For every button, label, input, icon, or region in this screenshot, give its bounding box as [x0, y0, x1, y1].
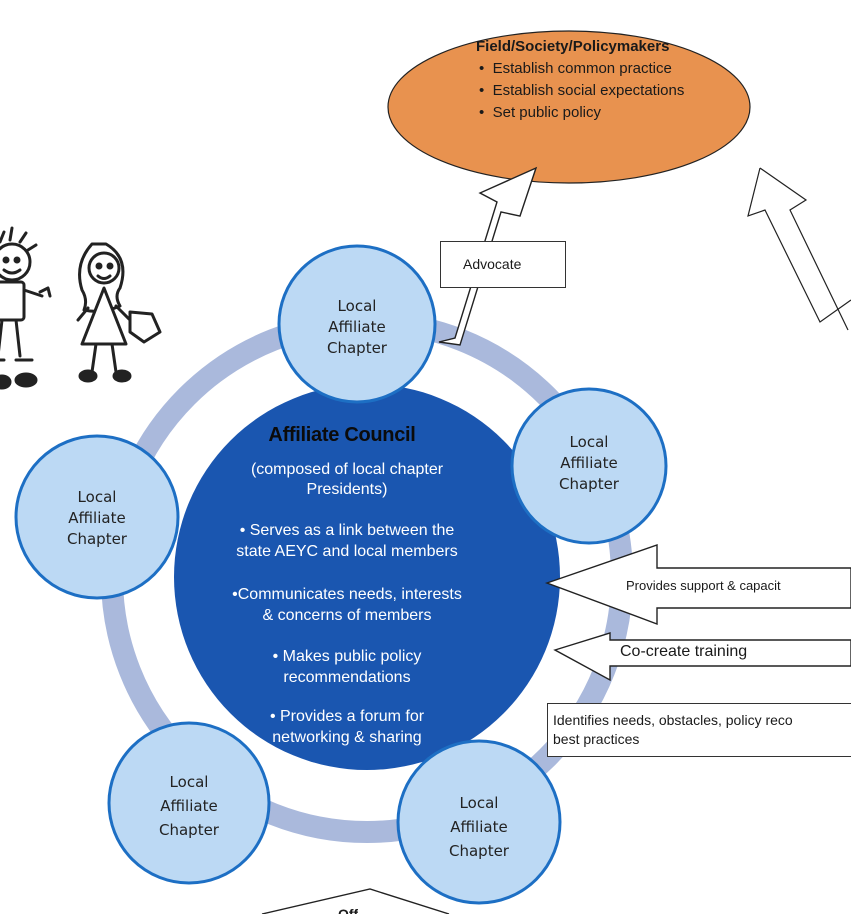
- bottom-partial-label: Off: [338, 906, 359, 914]
- society-bullet-3-text: Set public policy: [492, 104, 601, 121]
- identifies-line-2: best practices: [553, 731, 640, 747]
- chapter-circle-top: [277, 244, 437, 404]
- chapter-circle-bottom-left: [107, 721, 271, 885]
- chapter-circle-left: [14, 434, 180, 600]
- society-bullet-2: • Establish social expectations: [479, 82, 685, 99]
- society-bullet-1: • Establish common practice: [479, 60, 672, 77]
- cocreate-arrow: [553, 632, 851, 682]
- advocate-label: Advocate: [463, 256, 522, 272]
- support-arrow: [544, 544, 851, 626]
- society-bullet-2-text: Establish social expectations: [492, 82, 685, 99]
- right-diagonal-arrow-left-edge: [747, 167, 851, 323]
- cocreate-label: Co-create training: [620, 643, 748, 660]
- council-item-2: •Communicates needs, interests& concerns…: [232, 586, 462, 624]
- society-title: Field/Society/Policymakers: [476, 38, 670, 55]
- affiliate-council-circle: [174, 384, 560, 770]
- support-label: Provides support & capacit: [626, 578, 781, 593]
- council-title: Affiliate Council: [268, 424, 416, 446]
- society-ellipse: [387, 30, 751, 184]
- advocate-arrow: [438, 166, 538, 346]
- identifies-box: Identifies needs, obstacles, policy reco…: [547, 703, 851, 757]
- advocate-label-box: Advocate: [440, 241, 566, 288]
- identifies-line-1: Identifies needs, obstacles, policy reco: [553, 712, 793, 728]
- society-bullet-3: • Set public policy: [479, 104, 601, 121]
- chapter-circles: [14, 244, 668, 905]
- stick-figures-clipart: [0, 226, 162, 390]
- girl-figure: [76, 242, 162, 383]
- right-diagonal-arrow: [759, 167, 849, 331]
- chapter-circle-right: [510, 387, 668, 545]
- boy-figure: [0, 226, 52, 390]
- chapter-circle-bottom-right: [396, 739, 562, 905]
- bottom-arrow: [261, 888, 450, 914]
- society-bullet-1-text: Establish common practice: [492, 60, 672, 77]
